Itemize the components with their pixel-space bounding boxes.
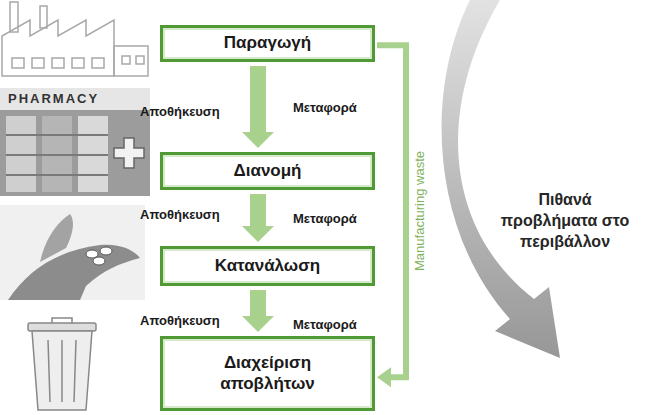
trash-can xyxy=(28,318,96,410)
process-box: Παραγωγή xyxy=(160,25,375,62)
box-title: Παραγωγή xyxy=(224,33,311,53)
trash-rib xyxy=(48,340,50,402)
trash-rib xyxy=(61,340,63,402)
hand-thumb xyxy=(40,214,73,262)
factory-window xyxy=(122,56,130,64)
trash-rib xyxy=(74,340,76,402)
sign-text: PHARMACY xyxy=(8,91,99,107)
curved-arrow xyxy=(442,0,560,358)
factory-chimney xyxy=(40,6,47,28)
flow-note: Μεταφορά xyxy=(293,317,357,333)
pharmacy-shelf-edge xyxy=(6,134,108,136)
box-title: Κατανάλωση xyxy=(215,256,320,276)
flow-note: Μεταφορά xyxy=(293,211,357,227)
arrow-shaft xyxy=(250,66,266,133)
pharmacy-sign xyxy=(0,88,150,110)
pharmacy-shelf-edge xyxy=(6,154,108,156)
factory-chimney xyxy=(10,2,18,32)
pharmacy-shelf-edge xyxy=(6,174,108,176)
factory-annex xyxy=(114,46,148,76)
factory-window xyxy=(72,58,84,68)
factory-window xyxy=(12,58,24,68)
hand-ground xyxy=(0,205,145,300)
factory-building xyxy=(2,20,114,76)
arrow-shaft xyxy=(377,45,406,377)
trash-lid xyxy=(28,323,96,331)
arrow-head xyxy=(377,367,391,387)
edge-label: Manufacturing waste xyxy=(413,149,428,273)
pharmacy-cross xyxy=(114,138,144,168)
flow-arrow xyxy=(242,194,274,242)
flow-arrow xyxy=(377,45,406,387)
factory-window xyxy=(92,58,104,68)
arrow-shaft xyxy=(250,194,266,227)
flow-arrow xyxy=(242,66,274,148)
factory-window xyxy=(52,58,64,68)
pharmacy-photo xyxy=(0,88,150,196)
flow-note: Μεταφορά xyxy=(293,100,357,116)
box-title: Διανομή xyxy=(233,161,301,181)
note-text: Πιθανά προβλήματα στο περιβάλλον xyxy=(495,190,635,252)
process-box: Διανομή xyxy=(160,152,375,190)
hand-photo xyxy=(0,205,145,300)
pill xyxy=(100,247,112,255)
factory-drawing xyxy=(2,2,148,76)
flow-note: Αποθήκευση xyxy=(140,207,220,223)
box-title: Διαχείριση αποβλήτων xyxy=(203,353,333,394)
factory-window xyxy=(136,56,144,64)
pill xyxy=(86,250,98,258)
flow-note: Αποθήκευση xyxy=(140,104,220,120)
process-box: Κατανάλωση xyxy=(160,246,375,286)
hand-shape xyxy=(8,245,140,300)
pharmacy-ground xyxy=(0,88,150,196)
process-box: Διαχείριση αποβλήτων xyxy=(160,336,375,411)
arrow-shaft xyxy=(250,290,266,317)
trash-body xyxy=(32,331,92,410)
arrow-head xyxy=(242,316,274,332)
flow-note: Αποθήκευση xyxy=(140,313,220,329)
factory-window xyxy=(32,58,44,68)
pill xyxy=(93,257,105,265)
arrow-head xyxy=(242,226,274,242)
arrow-head xyxy=(242,132,274,148)
flow-arrow xyxy=(242,290,274,332)
